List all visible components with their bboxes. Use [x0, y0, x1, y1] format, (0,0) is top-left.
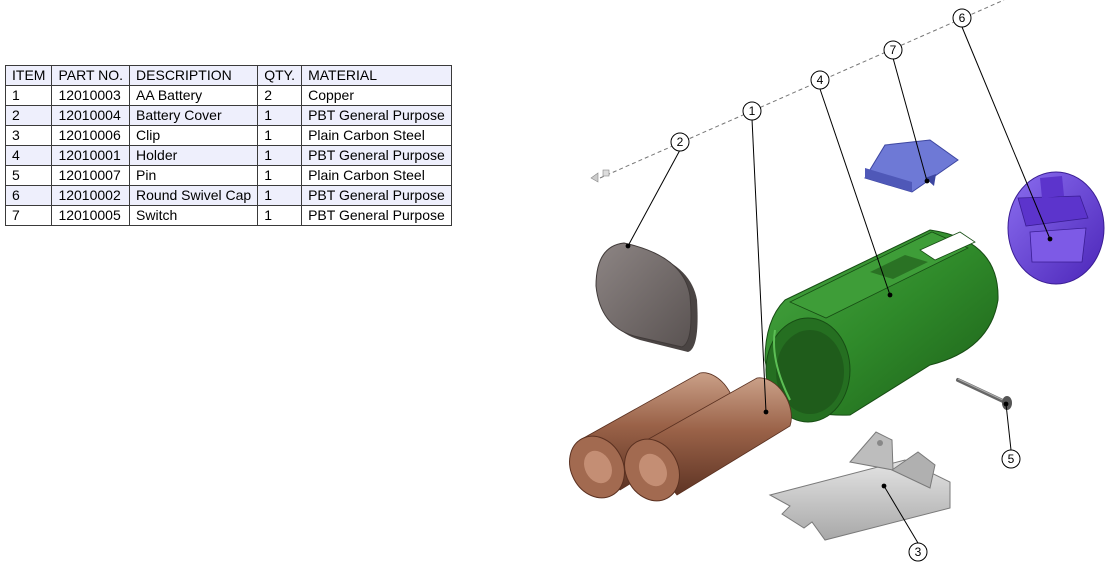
- bom-row: 6 12010002 Round Swivel Cap 1 PBT Genera…: [4, 185, 452, 206]
- balloon-3: 3: [908, 542, 928, 562]
- bom-header-qty: QTY.: [257, 65, 303, 86]
- bom-cell-item: 5: [4, 165, 53, 186]
- clip-part: [768, 431, 951, 541]
- bill-of-materials-table: ITEM PART NO. DESCRIPTION QTY. MATERIAL …: [4, 65, 452, 226]
- battery-cover-part: [595, 242, 698, 352]
- balloon-2-label: 2: [677, 135, 684, 149]
- bom-cell-part-no: 12010005: [51, 205, 131, 226]
- balloon-6-label: 6: [959, 11, 966, 25]
- leader-line-3: [883, 485, 919, 544]
- balloon-2: 2: [670, 132, 690, 152]
- bom-cell-description: Clip: [129, 125, 259, 146]
- leader-line-5: [1005, 403, 1012, 451]
- bom-header-item: ITEM: [4, 65, 53, 86]
- balloon-4: 4: [810, 70, 830, 90]
- bom-header-row: ITEM PART NO. DESCRIPTION QTY. MATERIAL: [4, 65, 452, 86]
- bom-cell-material: PBT General Purpose: [301, 145, 452, 166]
- bom-cell-item: 6: [4, 185, 53, 206]
- bom-cell-part-no: 12010001: [51, 145, 131, 166]
- bom-cell-material: PBT General Purpose: [301, 105, 452, 126]
- balloon-3-label: 3: [915, 545, 922, 559]
- axis-square-marker: [602, 169, 610, 177]
- bom-cell-material: PBT General Purpose: [301, 205, 452, 226]
- bom-cell-part-no: 12010002: [51, 185, 131, 206]
- assembly-axis-line: [599, 0, 1005, 179]
- axis-arrow-marker: [590, 172, 599, 183]
- leader-line-7: [892, 57, 928, 182]
- leader-line-1: [751, 118, 767, 413]
- bom-cell-item: 7: [4, 205, 53, 226]
- balloon-1-label: 1: [749, 104, 756, 118]
- bom-cell-qty: 1: [257, 165, 303, 186]
- balloon-7: 7: [883, 40, 903, 60]
- balloon-6: 6: [952, 8, 972, 28]
- bom-header-material: MATERIAL: [301, 65, 452, 86]
- bom-cell-item: 4: [4, 145, 53, 166]
- switch-part: [864, 139, 959, 193]
- bom-cell-description: Switch: [129, 205, 259, 226]
- bom-cell-description: AA Battery: [129, 85, 259, 106]
- aa-battery-part: [624, 377, 792, 502]
- bom-cell-material: Copper: [301, 85, 452, 106]
- bom-row: 4 12010001 Holder 1 PBT General Purpose: [4, 145, 452, 166]
- bom-row: 7 12010005 Switch 1 PBT General Purpose: [4, 205, 452, 226]
- bom-cell-material: Plain Carbon Steel: [301, 125, 452, 146]
- balloon-1: 1: [742, 101, 762, 121]
- bom-cell-item: 1: [4, 85, 53, 106]
- bom-cell-qty: 1: [257, 205, 303, 226]
- bom-cell-qty: 1: [257, 105, 303, 126]
- bom-cell-material: PBT General Purpose: [301, 185, 452, 206]
- bom-row: 3 12010006 Clip 1 Plain Carbon Steel: [4, 125, 452, 146]
- balloon-7-label: 7: [890, 43, 897, 57]
- bom-cell-qty: 2: [257, 85, 303, 106]
- holder-part: [764, 229, 999, 423]
- bom-header-part-no: PART NO.: [51, 65, 131, 86]
- bom-row: 1 12010003 AA Battery 2 Copper: [4, 85, 452, 106]
- leader-line-2: [627, 149, 681, 247]
- pin-part: [956, 378, 1012, 410]
- balloon-4-label: 4: [817, 73, 824, 87]
- leader-line-4: [819, 88, 891, 296]
- bom-header-description: DESCRIPTION: [129, 65, 259, 86]
- balloon-5: 5: [1001, 449, 1021, 469]
- leader-line-6: [961, 26, 1051, 240]
- bom-cell-part-no: 12010007: [51, 165, 131, 186]
- round-swivel-cap-part: [1007, 171, 1105, 285]
- bom-cell-part-no: 12010006: [51, 125, 131, 146]
- balloon-5-label: 5: [1008, 452, 1015, 466]
- bom-cell-material: Plain Carbon Steel: [301, 165, 452, 186]
- leader-dots: [625, 178, 1053, 489]
